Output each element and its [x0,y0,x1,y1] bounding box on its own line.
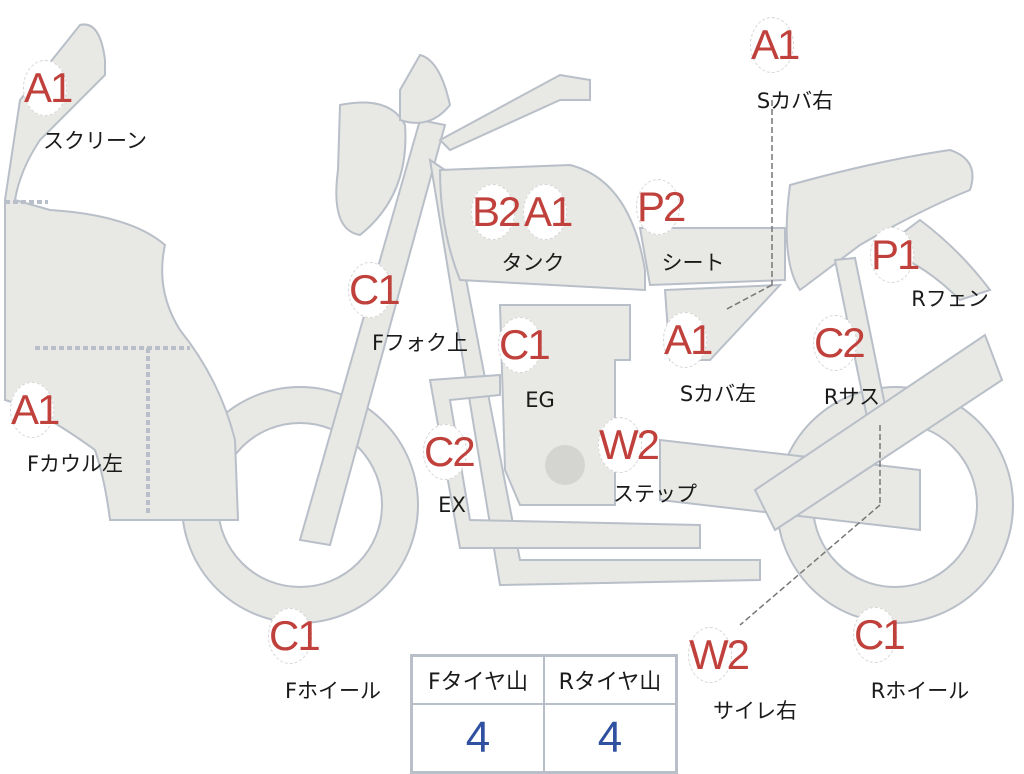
part-label: Fフォク上 [371,331,469,355]
part-label: ステップ [613,482,697,506]
part-label: Sカバ左 [679,382,757,406]
grade-badge: A1 [663,312,713,368]
grade-badge: P1 [870,227,920,283]
front-tire-header: Fタイヤ山 [410,654,545,705]
grade-badge: C1 [348,262,401,318]
part-label: サイレ右 [713,699,797,723]
tire-tread-table: Fタイヤ山 Rタイヤ山 4 4 [410,654,678,774]
part-label: Sカバ右 [756,89,834,113]
grade-badge: B2 [471,184,521,240]
seat [638,227,786,287]
exhaust [428,373,701,549]
grade-badge: A1 [750,17,800,73]
grade-badge: A1 [23,60,73,116]
part-label: Rホイール [870,679,970,703]
part-label: Fカウル左 [26,452,124,476]
part-label: Rサス [823,385,881,409]
grade-badge: C2 [423,424,476,480]
part-label: Fホイール [284,679,382,703]
grade-badge: C1 [498,317,551,373]
part-label: タンク [501,251,565,275]
front-tire-value: 4 [410,703,545,774]
part-label: EG [525,388,555,412]
part-label: シート [661,251,725,275]
grade-badge: C1 [268,608,321,664]
rear-tire-value: 4 [543,703,678,774]
front-cowl [4,23,240,521]
grade-badge: W2 [598,417,660,473]
grade-badge: P2 [636,179,686,235]
grade-badge: C1 [853,607,906,663]
part-label: EX [438,493,466,517]
grade-badge: W2 [688,627,750,683]
part-label: Rフェン [911,287,989,311]
grade-badge: A1 [523,184,573,240]
grade-badge: C2 [813,315,866,371]
grade-badge: A1 [10,382,60,438]
part-label: スクリーン [43,129,147,153]
muffler [753,333,1004,532]
front-fork [298,118,447,547]
rear-tire-header: Rタイヤ山 [543,654,678,705]
